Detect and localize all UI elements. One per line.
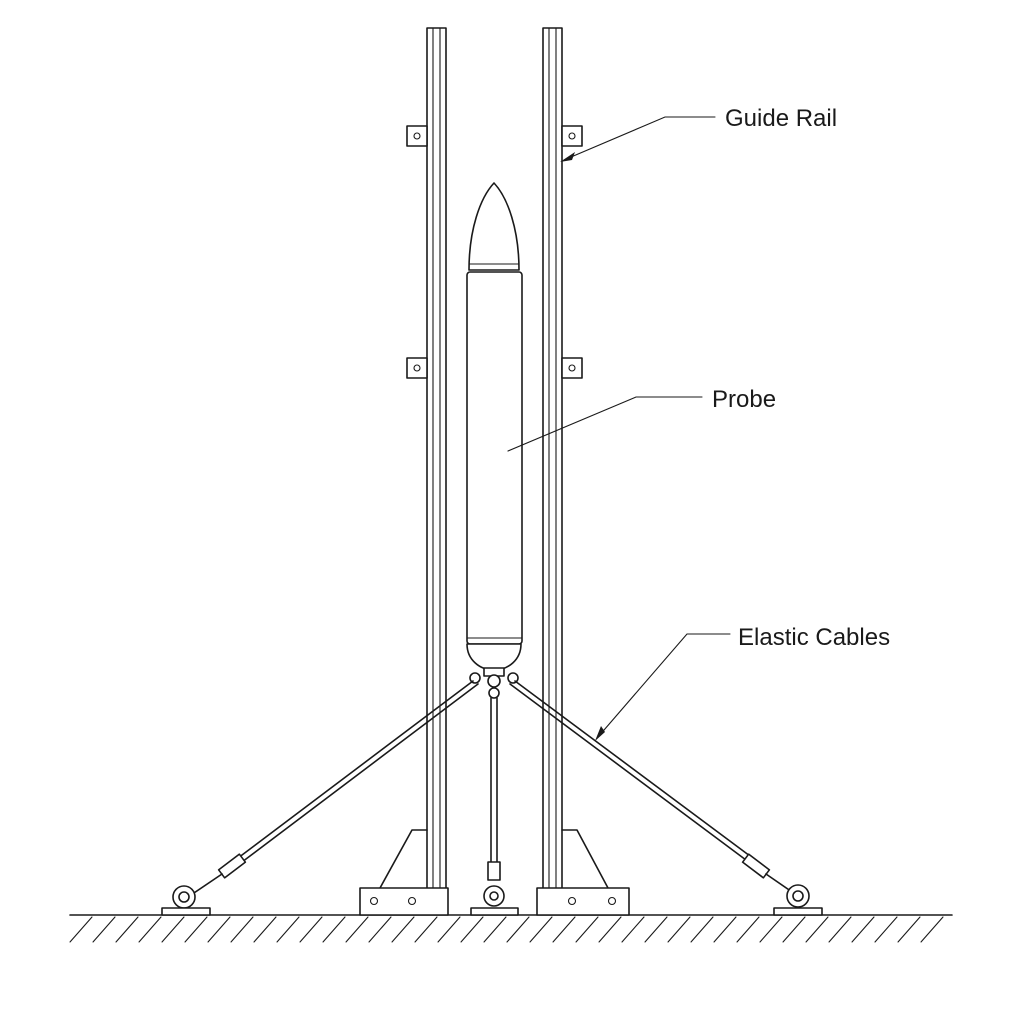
center-cable xyxy=(470,674,519,916)
hatch-stroke xyxy=(483,916,507,943)
hatch-stroke xyxy=(345,916,369,943)
ground-hatching xyxy=(69,916,944,943)
left-guide-rail xyxy=(359,27,449,916)
elastic-cables-label: Elastic Cables xyxy=(738,624,890,651)
right-guide-rail xyxy=(536,27,630,916)
hatch-stroke xyxy=(138,916,162,943)
hatch-stroke xyxy=(851,916,875,943)
hatch-stroke xyxy=(598,916,622,943)
hatch-stroke xyxy=(874,916,898,943)
hatch-stroke xyxy=(552,916,576,943)
hatch-stroke xyxy=(805,916,829,943)
hatch-stroke xyxy=(897,916,921,943)
hatch-stroke xyxy=(230,916,254,943)
hatch-stroke xyxy=(299,916,323,943)
hatch-stroke xyxy=(667,916,691,943)
hatch-stroke xyxy=(713,916,737,943)
hatch-stroke xyxy=(828,916,852,943)
hatch-stroke xyxy=(184,916,208,943)
hatch-stroke xyxy=(690,916,714,943)
hatch-stroke xyxy=(207,916,231,943)
left-cable xyxy=(161,672,481,916)
hatch-stroke xyxy=(253,916,277,943)
probe-label: Probe xyxy=(712,386,776,413)
guide-rail-label: Guide Rail xyxy=(725,105,837,132)
hatch-stroke xyxy=(414,916,438,943)
hatch-stroke xyxy=(92,916,116,943)
hatch-stroke xyxy=(161,916,185,943)
hatch-stroke xyxy=(736,916,760,943)
hatch-stroke xyxy=(621,916,645,943)
hatch-stroke xyxy=(920,916,944,943)
hatch-stroke xyxy=(529,916,553,943)
ground xyxy=(69,914,953,943)
hatch-stroke xyxy=(276,916,300,943)
right-cable xyxy=(507,672,823,916)
hatch-stroke xyxy=(759,916,783,943)
hatch-stroke xyxy=(115,916,139,943)
hatch-stroke xyxy=(69,916,93,943)
elastic-cables xyxy=(161,672,823,916)
hatch-stroke xyxy=(782,916,806,943)
leader-lines xyxy=(507,116,731,741)
hatch-stroke xyxy=(322,916,346,943)
hatch-stroke xyxy=(644,916,668,943)
hatch-stroke xyxy=(437,916,461,943)
hatch-stroke xyxy=(391,916,415,943)
hatch-stroke xyxy=(506,916,530,943)
hatch-stroke xyxy=(460,916,484,943)
probe xyxy=(466,182,523,677)
hatch-stroke xyxy=(368,916,392,943)
hatch-stroke xyxy=(575,916,599,943)
